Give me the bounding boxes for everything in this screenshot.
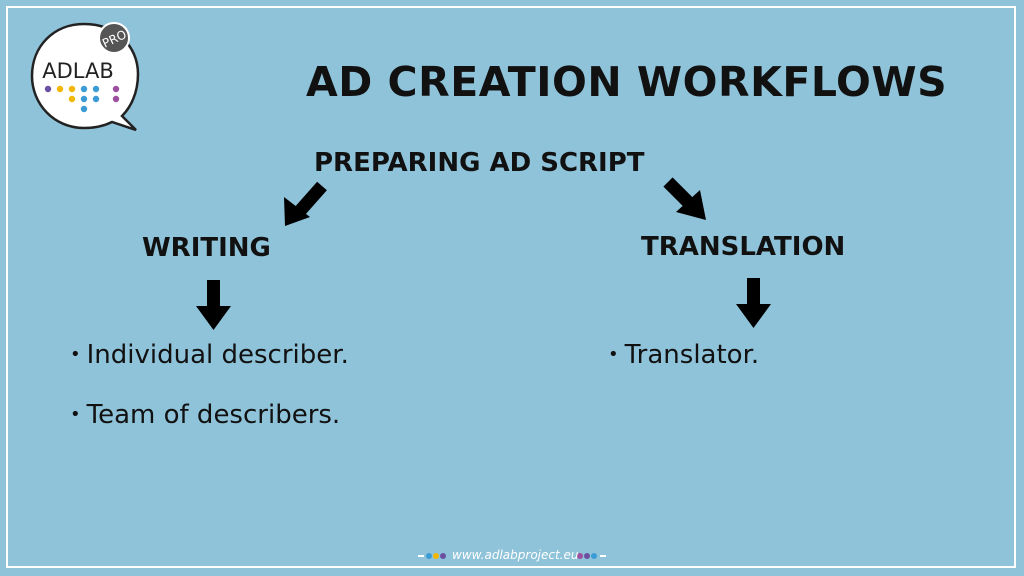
adlab-logo: PRO ADLAB: [30, 22, 140, 132]
list-item-text: Individual describer.: [86, 340, 349, 370]
bullet-icon: •: [608, 344, 619, 365]
list-item: •Team of describers.: [70, 400, 340, 430]
list-item: •Translator.: [608, 340, 759, 370]
list-item: •Individual describer.: [70, 340, 349, 370]
arrow-root-to-writing: [284, 181, 327, 226]
footer-bar: [418, 553, 606, 559]
root-node: PREPARING AD SCRIPT: [314, 148, 645, 178]
branch-heading-translation: TRANSLATION: [641, 232, 846, 262]
logo-brand-text: ADLAB: [42, 59, 114, 83]
list-item-text: Team of describers.: [86, 400, 341, 430]
branch-heading-writing: WRITING: [142, 233, 271, 263]
bullet-icon: •: [70, 404, 81, 425]
logo-dots: [44, 85, 120, 113]
bullet-icon: •: [70, 344, 81, 365]
arrow-translation-down: [736, 278, 771, 328]
footer-url[interactable]: www.adlabproject.eu: [452, 548, 579, 562]
slide-frame: [6, 6, 1016, 568]
arrow-root-to-translation: [663, 177, 706, 220]
arrow-writing-down: [196, 280, 231, 330]
slide-title: AD CREATION WORKFLOWS: [306, 58, 948, 106]
list-item-text: Translator.: [624, 340, 760, 370]
